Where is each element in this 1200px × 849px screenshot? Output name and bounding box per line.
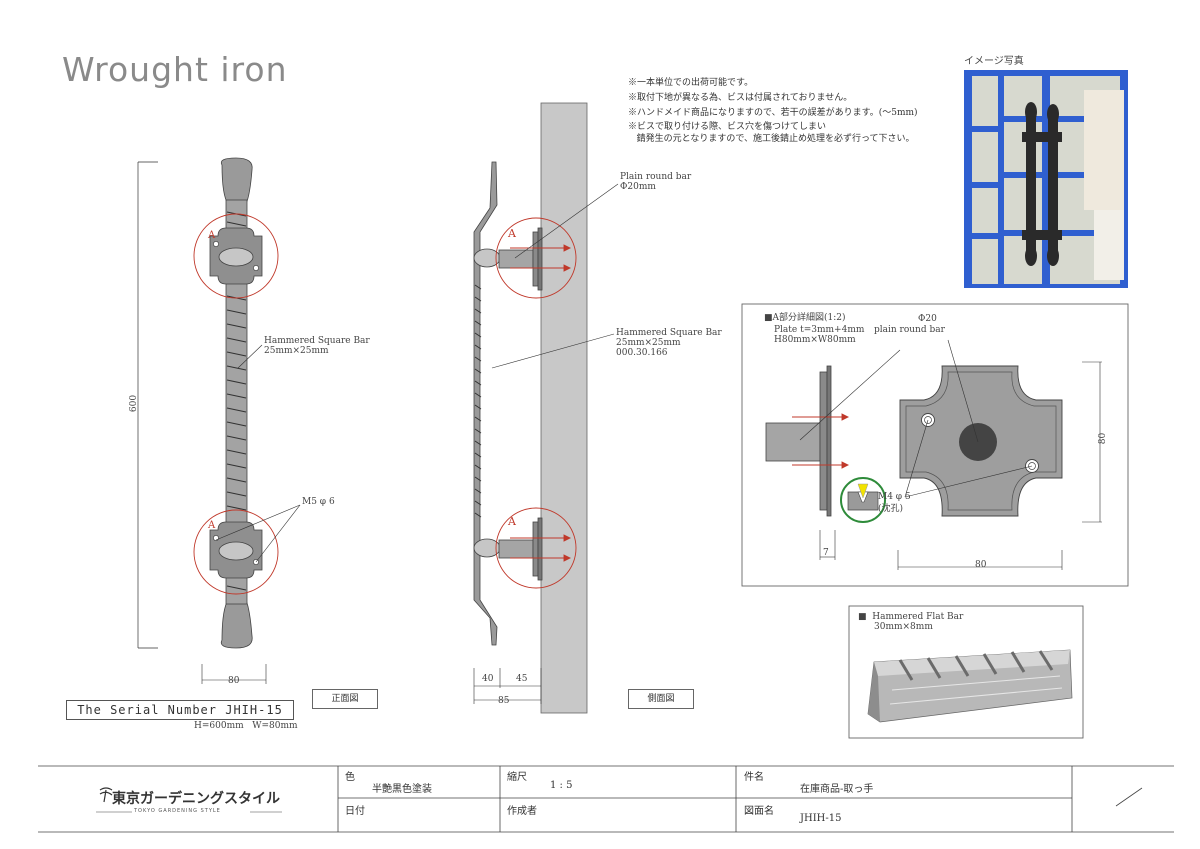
screw-label: M5 φ 6	[302, 497, 335, 507]
page-title: Wrought iron	[62, 50, 288, 89]
round-bar-size: Φ20mm	[620, 182, 656, 192]
photo-label: イメージ写真	[964, 56, 1024, 67]
detail-dim-7: 7	[823, 548, 829, 558]
notes-block: ※一本単位での出荷可能です。 ※取付下地が異なる為、ビスは付属されておりません。…	[628, 76, 918, 145]
drawing-name-label: 図面名	[744, 806, 774, 817]
detail-title: ■A部分詳細図(1:2)	[764, 313, 846, 323]
marker-a: A	[208, 230, 216, 241]
title-block	[38, 765, 1174, 833]
side-bar-code: 000.30.166	[616, 348, 668, 358]
bar-size-label: 25mm×25mm	[264, 346, 329, 356]
side-view-handle	[473, 102, 619, 714]
scale-value: 1 : 5	[550, 780, 573, 791]
round-bar-label: Plain round bar	[620, 172, 692, 182]
marker-a: A	[508, 227, 516, 240]
flat-bar-image	[867, 649, 1073, 723]
date-label: 日付	[345, 806, 365, 817]
serial-size: H=600mm W=80mm	[194, 721, 298, 731]
company-logo-text: 東京ガーデニングスタイル	[112, 791, 280, 807]
door-photo	[964, 70, 1128, 288]
detail-screw-note: (沈孔)	[878, 504, 904, 514]
note-line: ※一本単位での出荷可能です。	[628, 78, 754, 88]
serial-number: The Serial Number JHIH-15	[66, 700, 294, 720]
dim-85: 85	[498, 696, 510, 706]
round-bar-note: plain round bar	[874, 325, 945, 335]
dim-45: 45	[516, 674, 528, 684]
note-line: 錆発生の元となりますので、施工後錆止め処理を必ず行って下さい。	[628, 134, 915, 144]
company-logo-subtext: TOKYO GARDENING STYLE	[134, 808, 221, 814]
flat-bar-label: ■ Hammered Flat Bar	[858, 612, 964, 622]
dim-40: 40	[482, 674, 494, 684]
front-view-handle	[137, 157, 301, 684]
bar-label: Hammered Square Bar	[264, 336, 370, 346]
height-dimension: 600	[129, 394, 140, 413]
detail-dim-vertical: 80	[1098, 432, 1109, 445]
note-line: ※ハンドメイド商品になりますので、若干の誤差があります。(～5mm)	[628, 108, 918, 118]
palm-logo-icon	[99, 787, 113, 803]
scale-label: 縮尺	[507, 772, 527, 783]
side-bar-label: Hammered Square Bar	[616, 328, 722, 338]
front-view-label: 正面図	[312, 689, 378, 709]
detail-dim-horizontal: 80	[975, 560, 987, 570]
marker-a: A	[208, 520, 216, 531]
item-value: 在庫商品-取っ手	[800, 784, 874, 795]
flat-bar-size: 30mm×8mm	[874, 622, 933, 632]
item-label: 件名	[744, 772, 764, 783]
note-line: ※取付下地が異なる為、ビスは付属されておりません。	[628, 93, 853, 103]
author-label: 作成者	[507, 806, 537, 817]
drawing-name-value: JHIH-15	[800, 813, 842, 824]
plate-thickness: Plate t=3mm+4mm	[774, 325, 865, 335]
phi-label: Φ20	[918, 314, 937, 324]
color-value: 半艶黒色塗装	[372, 784, 432, 795]
plate-size: H80mm×W80mm	[774, 335, 856, 345]
side-view-label: 側面図	[628, 689, 694, 709]
width-dimension: 80	[228, 676, 240, 686]
detail-drawing	[765, 339, 1102, 570]
marker-a: A	[508, 515, 516, 528]
color-label: 色	[345, 772, 355, 783]
note-line: ※ビスで取り付ける際、ビス穴を傷つけてしまい	[628, 122, 827, 132]
side-bar-size: 25mm×25mm	[616, 338, 681, 348]
detail-screw-label: M4 φ 5	[878, 492, 911, 502]
